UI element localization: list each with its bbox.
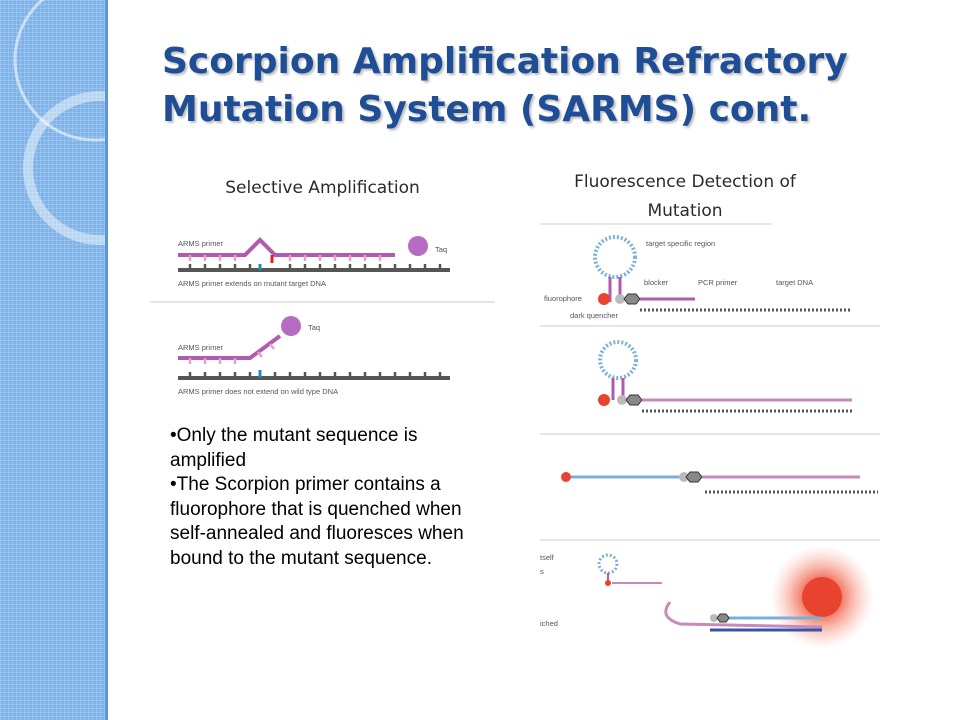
panel1-caption: ARMS primer extends on mutant target DNA (178, 279, 326, 288)
panel2-enzyme-label: Taq (308, 323, 320, 332)
label-blocker: blocker (644, 278, 669, 287)
blocker-icon (623, 293, 641, 305)
panel1-primer-label: ARMS primer (178, 239, 224, 248)
cut-label-3: iched (540, 619, 558, 628)
label-target-region: target specific region (646, 239, 715, 248)
taq-enzyme-icon-2 (281, 316, 301, 336)
hairpin-loop-icon (593, 235, 637, 279)
right-heading-line-2: Mutation (647, 201, 723, 221)
denatured-strands (540, 471, 880, 541)
arms-primer-strand (178, 237, 395, 257)
band-edge (105, 0, 108, 720)
dark-quencher-icon (615, 294, 625, 304)
right-heading-line-1: Fluorescence Detection of (574, 172, 796, 192)
bullet-item-2: •The Scorpion primer contains a fluoroph… (170, 474, 464, 569)
fluorescence-detection-diagram: target specific region blocker PCR prime… (540, 223, 880, 649)
label-target-dna: target DNA (776, 278, 813, 287)
fluorophore-icon (598, 293, 610, 305)
title-line-1: Scorpion Amplification Refractory (162, 41, 848, 82)
bullet-list: •Only the mutant sequence is amplified •… (170, 424, 490, 571)
slide-title: Scorpion Amplification Refractory Mutati… (162, 38, 922, 134)
dna-ticks (188, 264, 442, 270)
left-heading: Selective Amplification (225, 178, 420, 198)
label-pcr-primer: PCR primer (698, 278, 738, 287)
decorative-circles (13, 0, 105, 245)
bullet-item-1: •Only the mutant sequence is amplified (170, 425, 418, 471)
panel2-primer-label: ARMS primer (178, 343, 224, 352)
selective-amplification-diagram: ARMS primer Taq ARMS primer extends on m… (150, 236, 495, 396)
primer-ticks (188, 255, 382, 261)
taq-enzyme-icon (408, 236, 428, 256)
emitting-fluorophore-icon (802, 577, 842, 617)
panel2-caption: ARMS primer does not extend on wild type… (178, 387, 338, 396)
arms-primer-mismatch (178, 334, 282, 360)
cut-label-1: tself (540, 553, 555, 562)
panel-wildtype: ARMS primer Taq ARMS primer does not ext… (178, 316, 450, 396)
decorative-side-band (0, 0, 105, 720)
panel1-enzyme-label: Taq (435, 245, 447, 254)
cut-label-2: s (540, 567, 544, 576)
scorpion-primer-unbound: target specific region blocker PCR prime… (540, 235, 880, 327)
panel-mutant: ARMS primer Taq ARMS primer extends on m… (150, 236, 495, 303)
fluorescence-emission: tself s iched (540, 545, 874, 649)
title-line-2: Mutation System (SARMS) cont. (162, 89, 812, 130)
right-heading: Fluorescence Detection of Mutation (540, 168, 830, 226)
label-dark-quencher: dark quencher (570, 311, 618, 320)
scorpion-primer-extended (540, 340, 880, 435)
label-fluorophore: fluorophore (544, 294, 582, 303)
